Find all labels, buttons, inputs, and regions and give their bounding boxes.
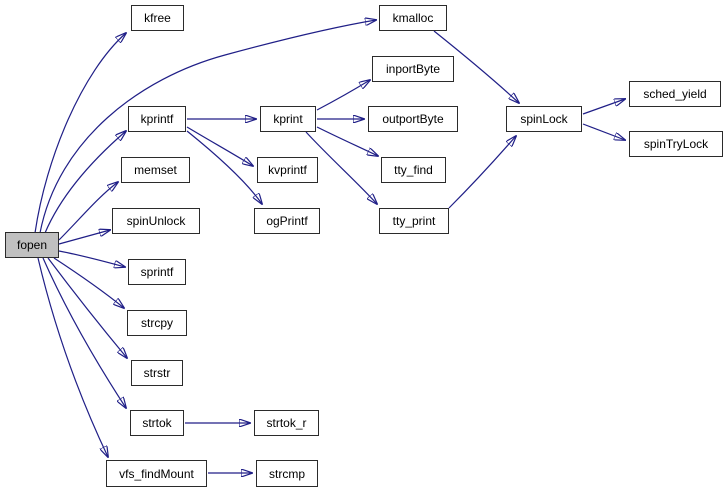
node-spinLock[interactable]: spinLock — [506, 106, 582, 132]
node-kprint[interactable]: kprint — [260, 106, 316, 132]
node-vfs_findMount[interactable]: vfs_findMount — [106, 460, 207, 487]
node-inportByte[interactable]: inportByte — [372, 56, 454, 82]
edge-fopen-memset — [58, 182, 118, 241]
edge-spinLock-sched_yield — [582, 99, 625, 115]
edge-kprint-tty_find — [316, 126, 378, 156]
edge-fopen-kmalloc — [39, 20, 376, 234]
node-memset[interactable]: memset — [121, 157, 190, 183]
node-spinUnlock[interactable]: spinUnlock — [112, 208, 200, 234]
edge-kprintf-ogPrintf — [186, 130, 262, 204]
node-kfree[interactable]: kfree — [131, 5, 184, 31]
node-kvprintf[interactable]: kvprintf — [257, 157, 318, 183]
node-strtok[interactable]: strtok — [130, 410, 184, 436]
edge-fopen-spinUnlock — [58, 230, 110, 245]
edge-fopen-sprintf — [58, 250, 125, 267]
node-strcmp[interactable]: strcmp — [256, 460, 318, 487]
node-sched_yield[interactable]: sched_yield — [629, 81, 721, 107]
edge-fopen-vfs_findMount — [37, 257, 108, 457]
edge-kprint-inportByte — [316, 80, 370, 111]
edge-fopen-strstr — [47, 257, 127, 358]
node-spinTryLock[interactable]: spinTryLock — [629, 131, 723, 157]
node-tty_find[interactable]: tty_find — [381, 157, 446, 183]
node-strtok_r[interactable]: strtok_r — [254, 410, 319, 436]
node-kprintf[interactable]: kprintf — [128, 106, 186, 132]
edge-kmalloc-spinLock — [433, 30, 519, 103]
edge-fopen-kfree — [34, 33, 126, 234]
node-strstr[interactable]: strstr — [131, 360, 183, 386]
node-fopen: fopen — [5, 232, 59, 258]
edge-fopen-strtok — [42, 257, 126, 408]
node-kmalloc[interactable]: kmalloc — [379, 5, 447, 31]
edge-tty_print-spinLock — [448, 136, 516, 209]
node-tty_print[interactable]: tty_print — [379, 208, 449, 234]
edge-fopen-kprintf — [44, 131, 126, 234]
edge-kprint-tty_print — [305, 131, 377, 204]
edge-spinLock-spinTryLock — [582, 123, 625, 140]
node-outportByte[interactable]: outportByte — [368, 106, 458, 132]
node-sprintf[interactable]: sprintf — [128, 259, 186, 285]
node-strcpy[interactable]: strcpy — [127, 310, 187, 336]
edge-fopen-strcpy — [53, 257, 124, 308]
node-ogPrintf[interactable]: ogPrintf — [254, 208, 320, 234]
edge-kprintf-kvprintf — [186, 126, 253, 166]
